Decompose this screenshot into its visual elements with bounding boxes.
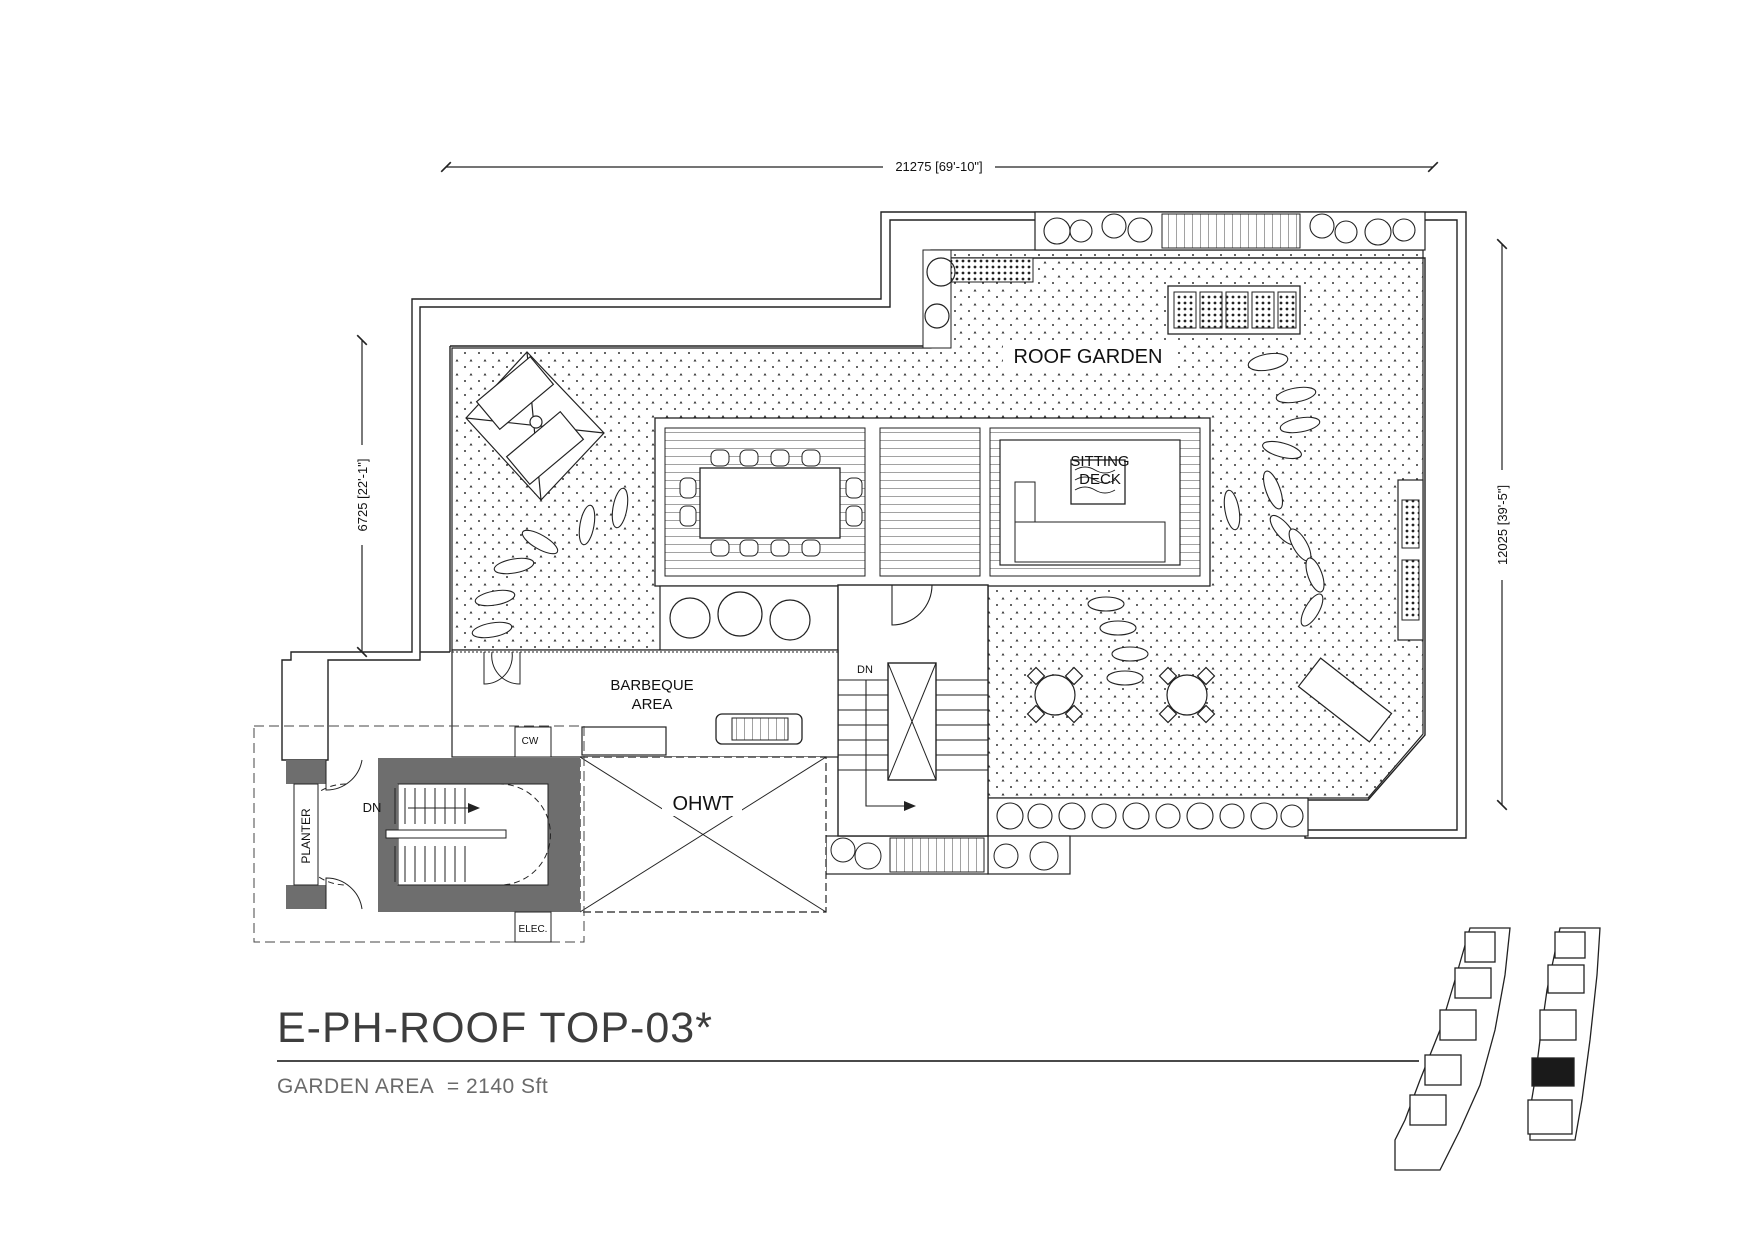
left-height-dimension-label: 6725 [22'-1"] — [355, 459, 370, 532]
roof-garden-label: ROOF GARDEN — [1014, 346, 1163, 368]
garden-area-value: = 2140 Sft — [446, 1075, 549, 1098]
sitting-label-1: SITTING — [1070, 453, 1129, 470]
elec-label: ELEC. — [519, 924, 548, 935]
stair-core-left — [253, 725, 585, 943]
ohwt-label: OHWT — [672, 793, 733, 815]
title-block: E-PH-ROOF TOP-03* GARDEN AREA = 2140 Sft — [277, 1003, 1419, 1099]
dimension-width: 21275 [69'-10"] — [440, 157, 1439, 175]
right-bench — [1397, 479, 1424, 641]
drawing-title: E-PH-ROOF TOP-03* — [277, 1004, 713, 1052]
cafe-tables — [1026, 657, 1393, 743]
sitting-deck — [999, 439, 1181, 566]
stair-right-dn-label: DN — [857, 664, 873, 676]
stepping-stones — [471, 352, 1325, 686]
bottom-planter-right — [987, 797, 1309, 875]
dimension-left-height: 6725 [22'-1"] — [352, 334, 372, 658]
stair-left-dn-label: DN — [363, 800, 382, 815]
sitting-label-2: DECK — [1079, 471, 1121, 488]
dimension-right-height: 12025 [39'-5"] — [1492, 238, 1512, 811]
ohwt-tank — [579, 756, 827, 913]
top-left-planter — [922, 249, 1034, 349]
stair-core-right — [837, 584, 989, 837]
barbeque-label-1: BARBEQUE — [610, 677, 693, 694]
barbeque-label-2: AREA — [632, 696, 673, 713]
width-dimension-label: 21275 [69'-10"] — [895, 159, 982, 174]
bottom-planter-center — [825, 835, 989, 875]
top-planter-strip — [1034, 211, 1426, 251]
planter-below-dining — [659, 585, 839, 651]
title-rule — [277, 1060, 1419, 1062]
cw-label: CW — [522, 736, 539, 747]
key-plan-highlight — [1531, 1057, 1575, 1087]
garden-area-text: GARDEN AREA = 2140 Sft — [277, 1075, 1419, 1099]
key-plan — [1394, 927, 1601, 1171]
bench-top-right — [1167, 285, 1301, 335]
garden-area-label: GARDEN AREA — [277, 1075, 435, 1098]
planter-label: PLANTER — [299, 808, 313, 864]
right-height-dimension-label: 12025 [39'-5"] — [1495, 485, 1510, 565]
pergola-loungers — [465, 351, 605, 501]
